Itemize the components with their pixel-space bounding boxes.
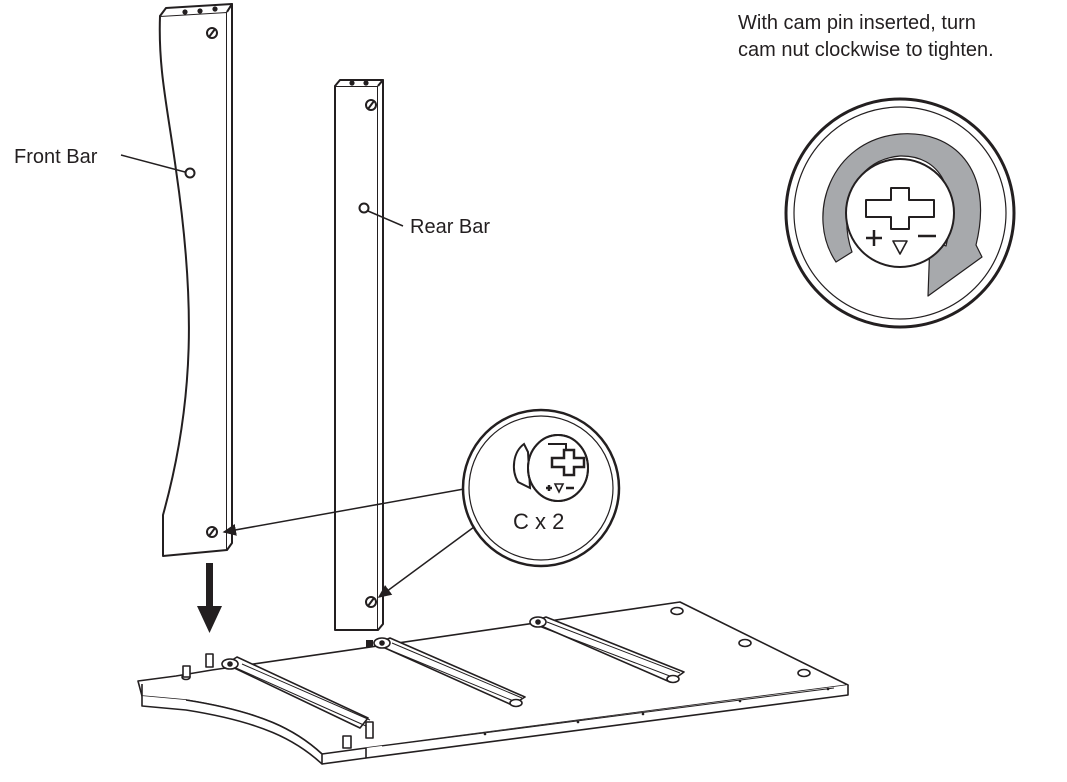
cam-count-label: C x 2	[513, 509, 564, 534]
base-panel	[137, 601, 849, 765]
cam-slot-icon	[865, 187, 936, 255]
cam-detail-callout: C x 2	[461, 408, 621, 568]
front-bar	[158, 3, 233, 557]
rear-bar-leader	[367, 210, 404, 227]
insert-arrow-front	[197, 563, 222, 633]
rotation-detail	[784, 97, 1016, 329]
instruction-text: With cam pin inserted, turn cam nut cloc…	[738, 10, 1063, 64]
cam-nut-icon	[512, 434, 589, 502]
instruction-line-2: cam nut clockwise to tighten.	[738, 39, 994, 61]
slat-middle	[373, 637, 526, 708]
instruction-line-1: With cam pin inserted, turn	[738, 12, 976, 34]
slat-left	[221, 656, 371, 729]
rear-bar	[334, 79, 384, 631]
front-bar-leader	[120, 154, 186, 173]
rear-bar-label: Rear Bar	[410, 216, 490, 238]
callout-leader-front	[222, 488, 465, 536]
front-bar-label: Front Bar	[14, 146, 98, 168]
slat-right	[529, 616, 685, 684]
callout-leader-rear	[377, 526, 475, 598]
edge-dots	[483, 687, 830, 736]
